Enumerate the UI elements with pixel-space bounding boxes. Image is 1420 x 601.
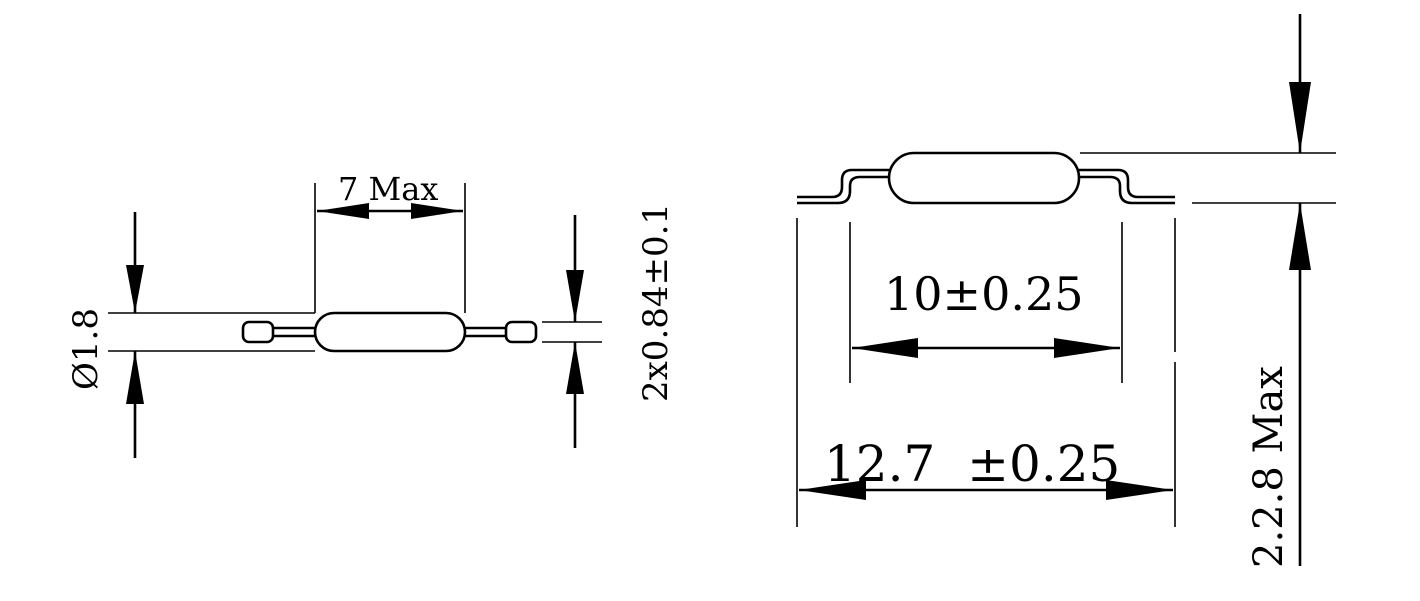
arrow-lead-up	[566, 342, 584, 394]
lead-end-right	[504, 320, 538, 344]
bent-lead-left-inner	[797, 175, 891, 205]
diameter-label: Ø1.8	[66, 308, 106, 390]
lead-end-left	[241, 320, 275, 344]
glass-body-side	[887, 151, 1081, 205]
arrow-pitch-right	[1054, 338, 1120, 358]
bent-lead-left	[797, 168, 891, 199]
lead-label: 2x0.84±0.1	[636, 203, 676, 402]
bent-lead-right	[1076, 168, 1175, 199]
arrow-7max-right	[411, 203, 463, 219]
bent-lead-right-inner	[1076, 175, 1175, 205]
glass-body	[313, 311, 467, 353]
arrow-7max-left	[317, 203, 369, 219]
left-view: 7 Max Ø1.8 2x0.84±0.1	[66, 170, 676, 458]
arrow-height-down	[1289, 82, 1311, 153]
arrow-pitch-left	[852, 338, 918, 358]
arrow-height-up	[1289, 203, 1311, 270]
pitch-label: 10±0.25	[884, 267, 1084, 321]
right-view: 10±0.25 12.7 ±0.25 2.2.8 Max	[796, 14, 1336, 568]
arrow-dia-down	[126, 265, 144, 313]
height-label: 2.2.8 Max	[1246, 366, 1292, 568]
arrow-overall-right	[1106, 480, 1173, 500]
length-label: 7 Max	[338, 170, 438, 208]
arrow-lead-down	[566, 270, 584, 322]
arrow-overall-left	[799, 480, 866, 500]
arrow-dia-up	[126, 351, 144, 404]
overall-label: 12.7 ±0.25	[824, 435, 1120, 493]
